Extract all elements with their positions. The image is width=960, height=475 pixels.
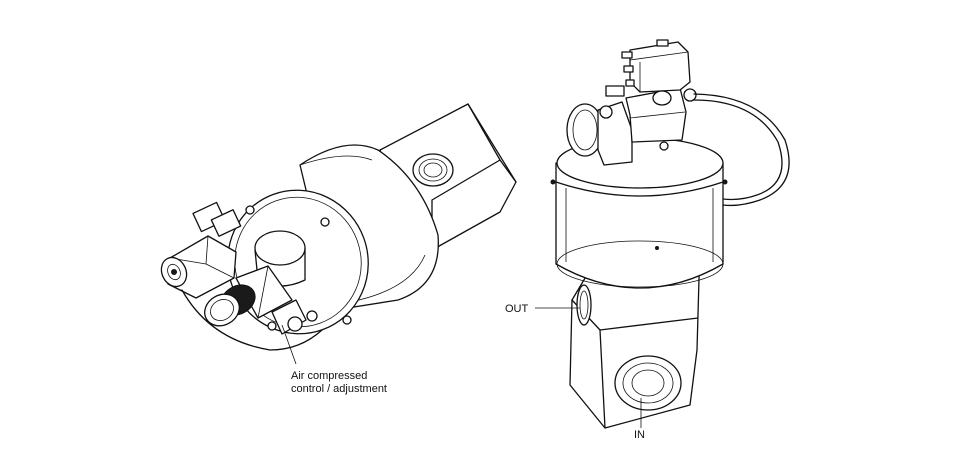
air-label-line1: Air compressed <box>291 370 367 382</box>
fitting-icon <box>659 141 669 151</box>
out-label: OUT <box>505 303 529 315</box>
flange-bolt-icon <box>245 205 255 215</box>
right-cylinder-body <box>555 181 724 289</box>
flange-bolt-icon <box>320 217 330 227</box>
fitting-icon <box>599 105 613 119</box>
right-air-tube-inner <box>693 99 783 201</box>
flange-bolt-icon <box>342 315 352 325</box>
terminal-icon <box>623 65 634 73</box>
terminal-icon <box>621 51 633 59</box>
terminal-icon <box>625 79 635 87</box>
in-label: IN <box>634 429 645 441</box>
flange-screw-icon <box>550 179 556 185</box>
right-solenoid <box>605 39 697 106</box>
flange-screw-icon <box>722 179 728 185</box>
left-valve-assembly <box>160 103 517 365</box>
air-regulator <box>204 265 318 335</box>
right-top-flange <box>550 137 728 197</box>
air-label-line2: control / adjustment <box>291 383 387 395</box>
right-valve-assembly <box>550 39 790 429</box>
tube-fitting-icon <box>652 90 672 106</box>
air-callout-leader <box>281 324 297 365</box>
fitting-icon <box>287 316 303 332</box>
right-hex-block <box>569 242 701 429</box>
right-regulator-housing <box>566 87 687 166</box>
flange-bolt-icon <box>267 321 277 331</box>
left-solenoid <box>160 201 323 351</box>
left-air-tube <box>181 289 323 351</box>
fitting-icon <box>306 310 318 322</box>
right-air-tube <box>693 93 790 207</box>
